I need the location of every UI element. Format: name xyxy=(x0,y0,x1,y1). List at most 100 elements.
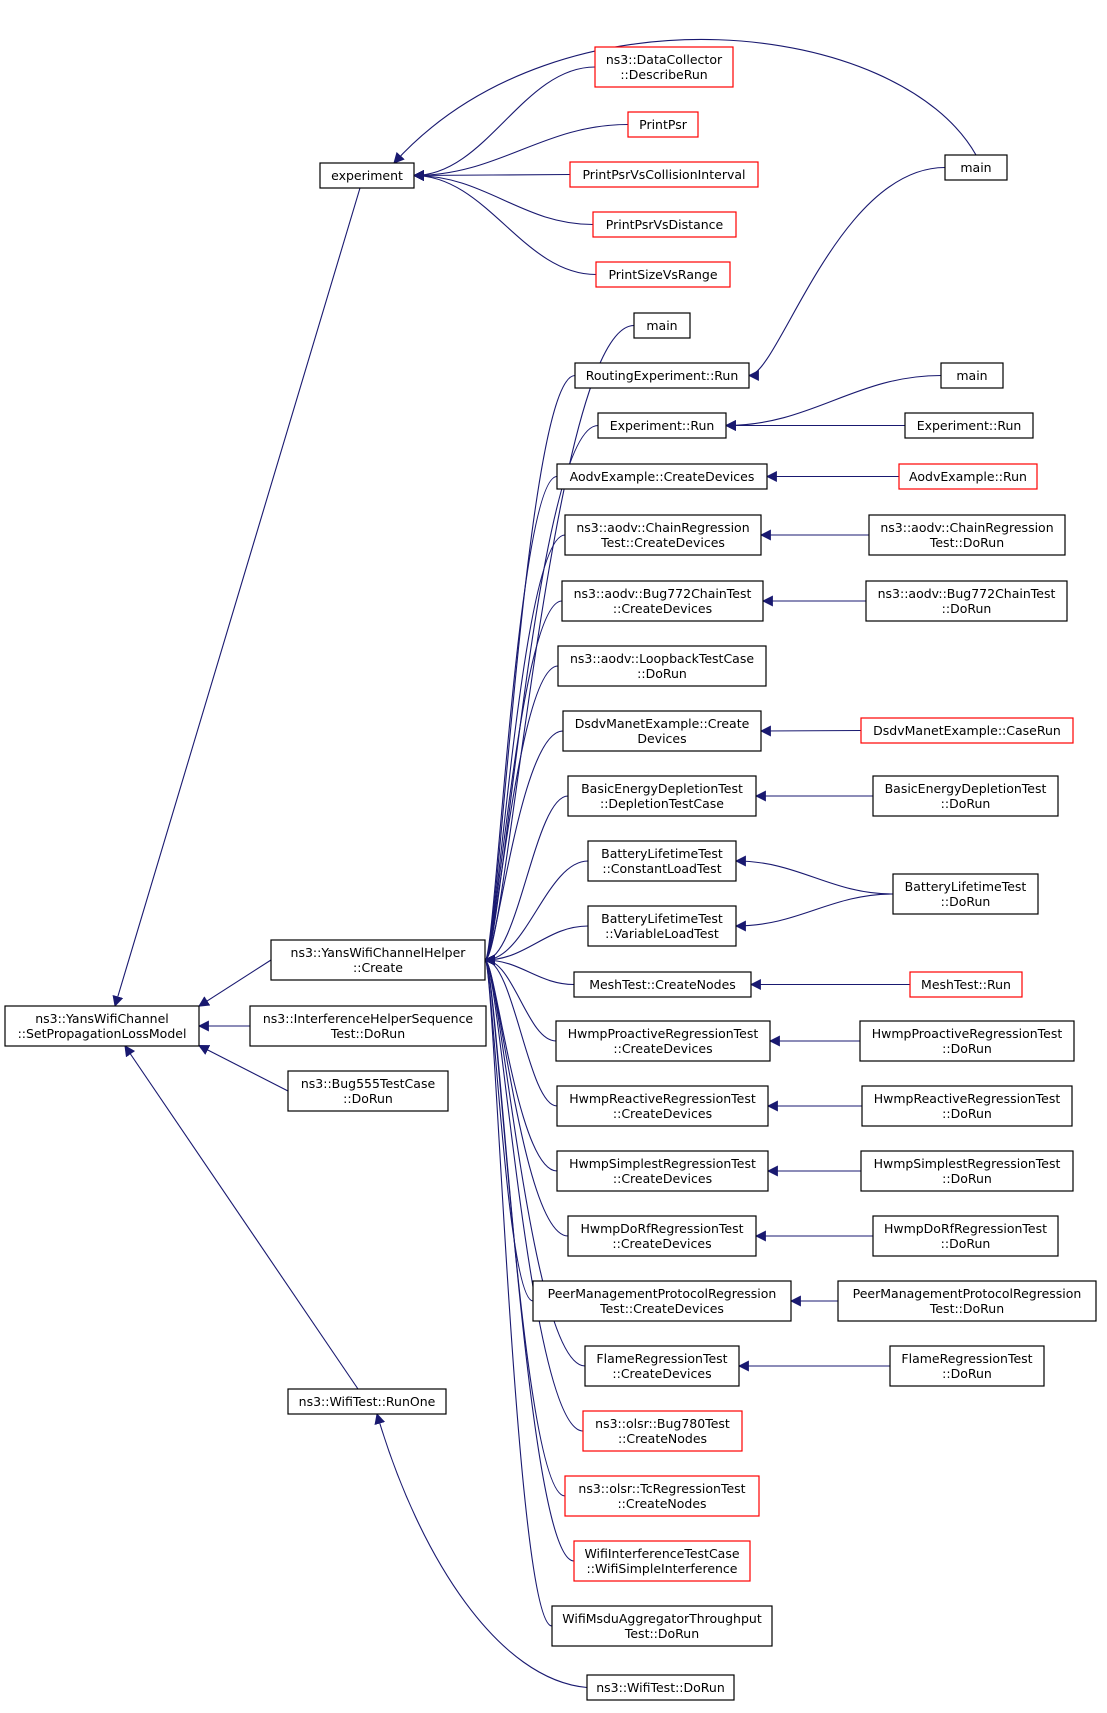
node-wifitest-runone[interactable]: ns3::WifiTest::RunOne xyxy=(287,1388,447,1415)
node-interf-seq[interactable]: ns3::InterferenceHelperSequenceTest::DoR… xyxy=(249,1005,487,1047)
node-label: ::DoRun xyxy=(942,601,992,616)
edge-batt_var-to-yans_create xyxy=(483,925,589,966)
node-label: ::CreateDevices xyxy=(613,601,712,616)
node-label: BatteryLifetimeTest xyxy=(905,879,1027,894)
node-aodv-create[interactable]: AodvExample::CreateDevices xyxy=(556,463,768,490)
node-label: ::DoRun xyxy=(343,1091,393,1106)
node-olsr-tc[interactable]: ns3::olsr::TcRegressionTest::CreateNodes xyxy=(564,1475,760,1517)
node-label: HwmpSimplestRegressionTest xyxy=(874,1156,1061,1171)
node-box xyxy=(564,514,762,556)
node-box xyxy=(633,312,691,339)
node-yans-create[interactable]: ns3::YansWifiChannelHelper::Create xyxy=(270,939,486,981)
node-box xyxy=(249,1005,487,1047)
node-label: RoutingExperiment::Run xyxy=(586,368,739,383)
node-box xyxy=(868,514,1066,556)
node-batt-var[interactable]: BatteryLifetimeTest::VariableLoadTest xyxy=(587,905,737,947)
node-printpsr-ci[interactable]: PrintPsrVsCollisionInterval xyxy=(569,161,759,188)
node-hwmp-sim-dorun[interactable]: HwmpSimplestRegressionTest::DoRun xyxy=(860,1150,1074,1192)
node-box xyxy=(573,971,752,998)
node-flame-create[interactable]: FlameRegressionTest::CreateDevices xyxy=(584,1345,740,1387)
node-batt-dorun[interactable]: BatteryLifetimeTest::DoRun xyxy=(892,873,1039,915)
edge-printpsr_dist-to-experiment xyxy=(412,170,594,226)
node-label: FlameRegressionTest xyxy=(901,1351,1032,1366)
node-main-top[interactable]: main xyxy=(944,154,1008,181)
edge-wifitest_dorun-to-wifitest_runone xyxy=(374,1412,588,1689)
node-label: main xyxy=(960,160,991,175)
node-label: ::CreateDevices xyxy=(613,1106,712,1121)
node-box xyxy=(872,775,1059,817)
node-chain-create[interactable]: ns3::aodv::ChainRegressionTest::CreateDe… xyxy=(564,514,762,556)
node-box xyxy=(287,1070,449,1112)
node-label: ns3::aodv::Bug772ChainTest xyxy=(574,586,752,601)
node-printsize[interactable]: PrintSizeVsRange xyxy=(595,261,731,288)
edge-olsr_bug780-to-yans_create xyxy=(483,954,584,1432)
node-label: BasicEnergyDepletionTest xyxy=(885,781,1047,796)
node-label: BatteryLifetimeTest xyxy=(601,846,723,861)
node-hwmp-dorf-create[interactable]: HwmpDoRfRegressionTest::CreateDevices xyxy=(567,1215,757,1257)
node-peer-dorun[interactable]: PeerManagementProtocolRegressionTest::Do… xyxy=(837,1280,1097,1322)
node-box xyxy=(594,46,734,88)
node-bug555[interactable]: ns3::Bug555TestCase::DoRun xyxy=(287,1070,449,1112)
node-peer-create[interactable]: PeerManagementProtocolRegressionTest::Cr… xyxy=(532,1280,792,1322)
node-main-right[interactable]: main xyxy=(940,362,1004,389)
node-dc-describe[interactable]: ns3::DataCollector::DescribeRun xyxy=(594,46,734,88)
node-dsdv-caserun[interactable]: DsdvManetExample::CaseRun xyxy=(860,717,1074,744)
node-experiment-run[interactable]: Experiment::Run xyxy=(597,412,727,439)
node-main-mid[interactable]: main xyxy=(633,312,691,339)
node-label: HwmpDoRfRegressionTest xyxy=(884,1221,1047,1236)
node-box xyxy=(940,362,1004,389)
node-label: BatteryLifetimeTest xyxy=(601,911,723,926)
node-experiment[interactable]: experiment xyxy=(319,162,415,189)
node-label: ::WifiSimpleInterference xyxy=(586,1561,737,1576)
edge-dc_describe-to-experiment xyxy=(412,66,596,181)
node-dsdv-create[interactable]: DsdvManetExample::CreateDevices xyxy=(562,710,762,752)
node-mesh-create[interactable]: MeshTest::CreateNodes xyxy=(573,971,752,998)
node-printpsr-dist[interactable]: PrintPsrVsDistance xyxy=(592,211,737,238)
node-label: ns3::YansWifiChannel xyxy=(35,1011,169,1026)
node-label: WifiMsduAggregatorThroughput xyxy=(562,1611,762,1626)
node-hwmp-rea-create[interactable]: HwmpReactiveRegressionTest::CreateDevice… xyxy=(556,1085,769,1127)
node-hwmp-sim-create[interactable]: HwmpSimplestRegressionTest::CreateDevice… xyxy=(556,1150,769,1192)
node-loopback[interactable]: ns3::aodv::LoopbackTestCase::DoRun xyxy=(557,645,767,687)
node-box xyxy=(556,463,768,490)
node-label: main xyxy=(646,318,677,333)
node-basic-dorun[interactable]: BasicEnergyDepletionTest::DoRun xyxy=(872,775,1059,817)
node-bug772-create[interactable]: ns3::aodv::Bug772ChainTest::CreateDevice… xyxy=(561,580,764,622)
node-box xyxy=(564,1475,760,1517)
node-hwmp-dorf-dorun[interactable]: HwmpDoRfRegressionTest::DoRun xyxy=(872,1215,1059,1257)
edge-batt_const-to-yans_create xyxy=(483,860,589,966)
node-label: ns3::aodv::ChainRegression xyxy=(880,520,1053,535)
node-batt-const[interactable]: BatteryLifetimeTest::ConstantLoadTest xyxy=(587,840,737,882)
node-root[interactable]: ns3::YansWifiChannel::SetPropagationLoss… xyxy=(4,1005,200,1047)
edge-main_right-to-experiment_run xyxy=(724,374,942,431)
node-box xyxy=(872,1215,1059,1257)
node-wifitest-dorun[interactable]: ns3::WifiTest::DoRun xyxy=(586,1674,735,1701)
node-box xyxy=(587,905,737,947)
node-bug772-dorun[interactable]: ns3::aodv::Bug772ChainTest::DoRun xyxy=(865,580,1068,622)
node-box xyxy=(627,111,699,138)
node-basic-depl[interactable]: BasicEnergyDepletionTest::DepletionTestC… xyxy=(567,775,757,817)
node-box xyxy=(860,717,1074,744)
node-hwmp-pro-create[interactable]: HwmpProactiveRegressionTest::CreateDevic… xyxy=(555,1020,771,1062)
node-olsr-bug780[interactable]: ns3::olsr::Bug780Test::CreateNodes xyxy=(582,1410,743,1452)
node-label: ::DoRun xyxy=(942,1366,992,1381)
node-hwmp-pro-dorun[interactable]: HwmpProactiveRegressionTest::DoRun xyxy=(859,1020,1075,1062)
node-printpsr[interactable]: PrintPsr xyxy=(627,111,699,138)
node-mesh-run[interactable]: MeshTest::Run xyxy=(909,971,1023,998)
node-box xyxy=(551,1605,773,1647)
node-hwmp-rea-dorun[interactable]: HwmpReactiveRegressionTest::DoRun xyxy=(861,1085,1073,1127)
node-aodv-run[interactable]: AodvExample::Run xyxy=(898,463,1038,490)
node-label: Test::DoRun xyxy=(624,1626,699,1641)
node-flame-dorun[interactable]: FlameRegressionTest::DoRun xyxy=(889,1345,1045,1387)
node-wifi-interf[interactable]: WifiInterferenceTestCase::WifiSimpleInte… xyxy=(573,1540,751,1582)
node-label: MeshTest::CreateNodes xyxy=(589,977,736,992)
node-experiment-run2[interactable]: Experiment::Run xyxy=(904,412,1034,439)
node-box xyxy=(584,1345,740,1387)
node-routing-run[interactable]: RoutingExperiment::Run xyxy=(574,362,750,389)
node-label: Test::CreateDevices xyxy=(599,1301,724,1316)
node-label: ns3::aodv::ChainRegression xyxy=(576,520,749,535)
node-label: ns3::DataCollector xyxy=(606,52,723,67)
